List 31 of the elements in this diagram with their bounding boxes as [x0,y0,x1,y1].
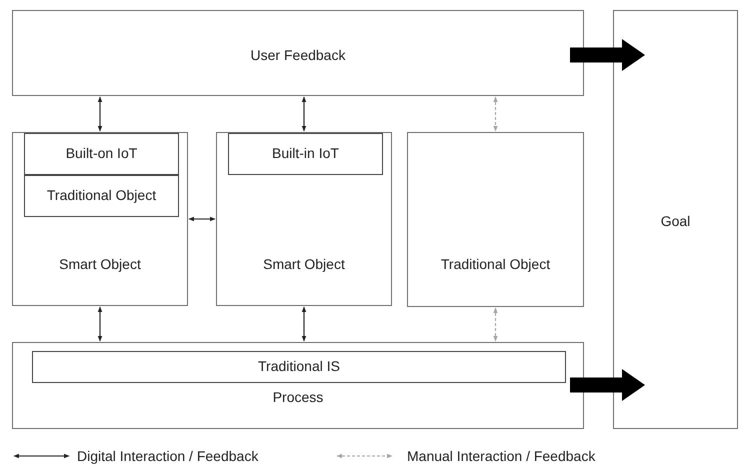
double-arrow [302,306,306,342]
double-arrow [493,96,498,132]
box-label: Process [272,389,324,405]
legend-label: Manual Interaction / Feedback [407,448,596,464]
double-arrow [493,307,498,342]
double-arrow [98,96,102,132]
component-box [24,175,179,217]
block-arrow [570,39,645,71]
legend-label: Digital Interaction / Feedback [77,448,258,464]
double-arrow [98,306,102,342]
block-arrow [570,369,645,401]
double-arrow [188,216,216,222]
process-box [12,10,584,96]
component-box [24,133,179,175]
box-label: Traditional Object [46,187,158,203]
box-label: User Feedback [250,47,346,63]
component-box [228,133,383,175]
box-label: Traditional IS [257,358,341,374]
process-box [407,132,584,307]
process-box [12,342,584,429]
component-box [32,351,566,383]
box-label: Built-in IoT [271,145,340,161]
box-label: Traditional Object [440,256,552,272]
process-box [613,10,738,429]
box-label: Smart Object [262,256,346,272]
box-label: Built-on IoT [64,145,138,161]
double-arrow [302,96,306,132]
box-label: Goal [660,213,692,229]
process-box [12,132,188,306]
box-label: Smart Object [58,256,142,272]
process-box [216,132,392,306]
